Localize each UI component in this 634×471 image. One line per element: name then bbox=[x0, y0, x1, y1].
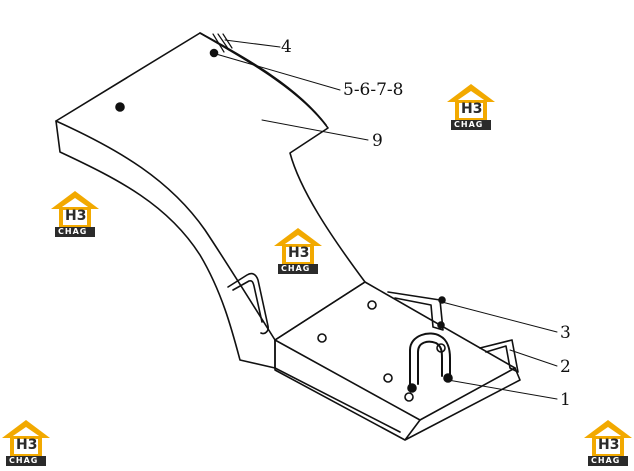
fender-front-edge bbox=[55, 120, 276, 369]
leader-line-4 bbox=[224, 39, 281, 48]
hole bbox=[115, 102, 125, 112]
callout-3: 3 bbox=[560, 323, 571, 343]
leader-line-9 bbox=[261, 119, 369, 141]
step-box-top bbox=[274, 281, 516, 421]
callout-4: 4 bbox=[281, 37, 292, 57]
watermark-logo: H3 CHAG bbox=[0, 418, 52, 466]
hole bbox=[383, 373, 393, 383]
hole bbox=[367, 300, 377, 310]
step-box-front bbox=[274, 339, 521, 441]
mount-bracket bbox=[387, 291, 444, 331]
leader-line-5-6-7-8 bbox=[215, 53, 341, 91]
step-box-side bbox=[274, 367, 401, 433]
watermark-logo: H3 CHAG bbox=[445, 82, 497, 130]
watermark-logo: H3 CHAG bbox=[49, 189, 101, 237]
side-bracket bbox=[479, 339, 519, 373]
hole bbox=[317, 333, 327, 343]
grab-handle bbox=[227, 272, 269, 335]
watermark-logo: H3 CHAG bbox=[582, 418, 634, 466]
callout-1: 1 bbox=[560, 390, 571, 410]
fender-top-surface bbox=[55, 32, 366, 341]
fender-edge-hatch bbox=[212, 33, 233, 53]
u-bolt bbox=[409, 332, 451, 389]
leader-line-2 bbox=[509, 349, 558, 367]
hole bbox=[404, 392, 414, 402]
bracket-bolt bbox=[437, 321, 445, 329]
hole bbox=[209, 48, 219, 58]
bracket-bolt bbox=[438, 296, 446, 304]
leader-line-1 bbox=[447, 379, 558, 400]
fender-rear-curve bbox=[199, 32, 327, 126]
u-bolt-nut bbox=[407, 383, 417, 393]
callout-5-6-7-8: 5-6-7-8 bbox=[343, 80, 404, 100]
callout-2: 2 bbox=[560, 357, 571, 377]
callout-9: 9 bbox=[372, 131, 383, 151]
leader-line-3 bbox=[441, 301, 558, 333]
watermark-logo: H3 CHAG bbox=[272, 226, 324, 274]
